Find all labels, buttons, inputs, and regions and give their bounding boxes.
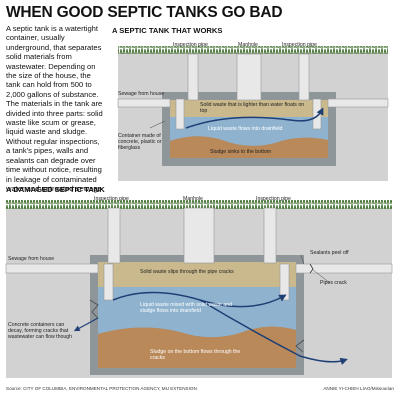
working-label-manhole: Manhole [238,42,258,48]
damaged-label-manhole: Manhole [183,196,203,202]
damaged-flow-arrow-left [73,317,99,332]
source-note: Source: CITY OF COLUMBIA, ENVIRONMENTAL … [6,386,197,391]
damaged-label-concrete: Concrete containers can decay, forming c… [8,322,73,341]
damaged-pipe-crack [309,263,314,274]
damaged-label-solid: Solid waste slips through the pipe crack… [140,269,234,275]
damaged-label-liquid: Liquid waste mixed with solid waste and … [140,302,232,315]
damaged-sludge-layer [98,326,296,368]
damaged-label-sewage: Sewage from house [8,256,55,262]
damaged-manhole [183,207,215,264]
damaged-wall-crack-left [89,299,99,319]
working-manhole [236,53,262,101]
working-inlet-pipe [117,98,171,108]
working-grass [118,46,388,54]
damaged-label-sealants: Sealants peel off [310,250,349,256]
damaged-inlet-pipe [5,263,99,274]
damaged-wall-crack-right [295,339,305,353]
damaged-tank-diagram [5,200,393,378]
page-title: WHEN GOOD SEPTIC TANKS GO BAD [6,4,283,21]
working-label-container: Container made of concrete, plastic or f… [118,133,162,152]
working-heading: A SEPTIC TANK THAT WORKS [112,26,223,35]
damaged-inlet-tee [103,263,114,301]
damaged-flow-arrow-crack [199,299,348,365]
working-label-liquid: Liquid waste flows into drainfield [208,126,283,132]
damaged-label-inspection-right: Inspection pipe [256,196,291,202]
damaged-inspection-pipe-right [263,207,277,264]
working-label-solid: Solid waste that is lighter than water f… [200,102,305,115]
working-label-sludge: Sludge sinks to the bottom [210,149,272,155]
damaged-scum-layer [98,262,296,287]
working-label-sewage: Sewage from house [118,91,165,97]
intro-text: A septic tank is a watertight container,… [6,24,104,193]
working-inspection-pipe-left [187,53,199,101]
working-label-inspection-right: Inspection pipe [282,42,317,48]
damaged-liquid-layer [98,287,296,338]
credit-note: ANNIE YI-CHIEH LIAO/Missourian [323,386,394,391]
working-tank-diagram [117,46,389,181]
working-scum-layer [170,100,328,117]
damaged-grass [6,200,392,209]
damaged-label-pipes-crack: Pipes crack [320,280,347,286]
working-liquid-layer [170,117,328,146]
working-outlet-pipe [327,98,389,108]
working-flow-arrow [185,107,324,129]
leader-lines [149,120,331,284]
damaged-label-sludge: Sludge on the bottom flows through the c… [150,349,241,362]
working-label-inspection-left: Inspection pipe [173,42,208,48]
working-inspection-pipe-right [298,53,310,101]
working-inlet-tee [175,98,185,130]
working-sludge-layer [170,136,328,158]
damaged-heading: A DAMAGED SEPTIC TANK [6,185,105,194]
damaged-label-inspection-left: Inspection pipe [94,196,129,202]
damaged-inspection-pipe-left [107,207,121,264]
damaged-outlet-pipe [295,263,393,274]
